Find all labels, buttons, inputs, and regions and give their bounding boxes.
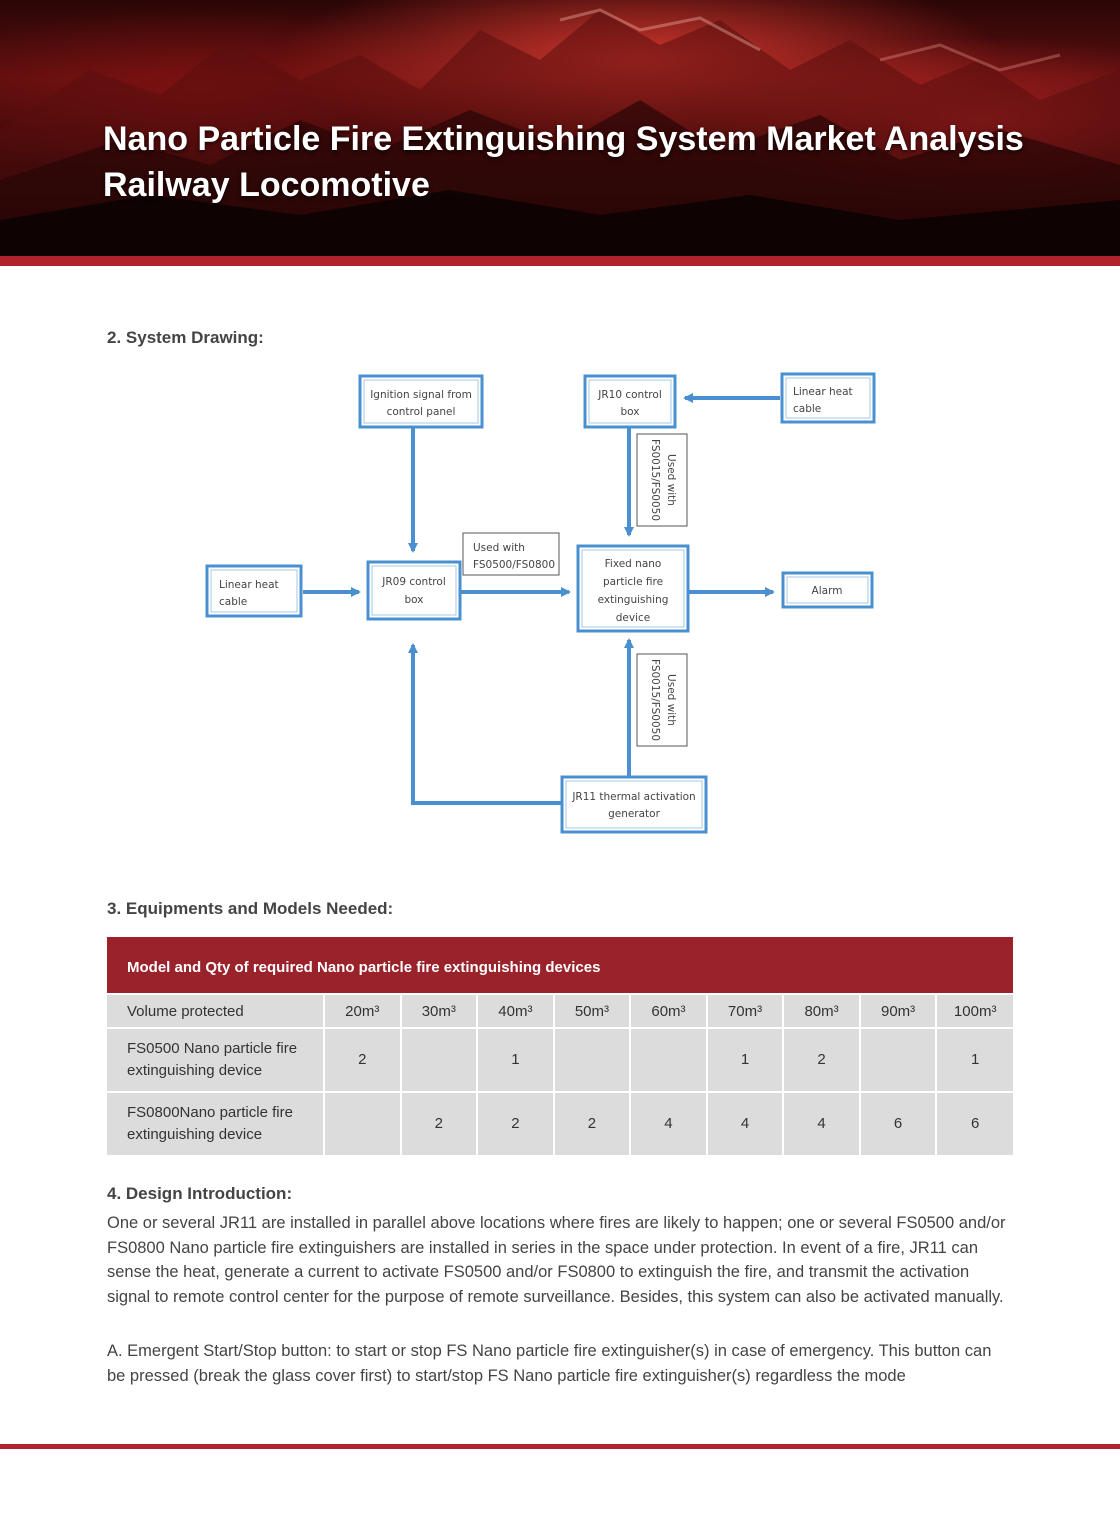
equipment-table: Model and Qty of required Nano particle …: [107, 937, 1013, 1155]
fixed-label-2: particle fire: [603, 576, 663, 588]
label-used-with-mid: Used with FS0500/FS0800: [463, 533, 559, 575]
jr09-label-2: box: [405, 594, 424, 606]
alarm-label: Alarm: [812, 585, 843, 597]
ignition-label-2: control panel: [387, 406, 456, 418]
section-heading-system-drawing: 2. System Drawing:: [107, 328, 264, 348]
table-row-volume: Volume protected 20m³ 30m³ 40m³ 50m³ 60m…: [107, 994, 1013, 1028]
volume-cell: 70m³: [707, 994, 784, 1028]
ignition-label-1: Ignition signal from: [370, 389, 472, 401]
section-heading-equipments: 3. Equipments and Models Needed:: [107, 899, 393, 919]
table-row-fs0800: FS0800Nano particle fire extinguishing d…: [107, 1092, 1013, 1155]
jr10-label-1: JR10 control: [597, 389, 662, 401]
device-label: FS0800Nano particle fire extinguishing d…: [107, 1092, 324, 1155]
used-top-label-2: FS0015/FS0050: [649, 439, 661, 521]
device-label-line-2: extinguishing device: [127, 1060, 323, 1082]
jr11-label-1: JR11 thermal activation: [571, 791, 695, 803]
qty-cell: [554, 1028, 631, 1092]
table-title: Model and Qty of required Nano particle …: [107, 937, 1013, 994]
qty-cell: 1: [936, 1028, 1013, 1092]
table-row-fs0500: FS0500 Nano particle fire extinguishing …: [107, 1028, 1013, 1092]
box-ignition-signal: Ignition signal from control panel: [360, 376, 482, 427]
volume-cell: 20m³: [324, 994, 401, 1028]
lhc-left-label-2: cable: [219, 596, 247, 608]
volume-cell: 30m³: [401, 994, 478, 1028]
jr10-label-2: box: [621, 406, 640, 418]
device-label: FS0500 Nano particle fire extinguishing …: [107, 1028, 324, 1092]
box-alarm: Alarm: [783, 573, 872, 607]
box-fixed-nano-device: Fixed nano particle fire extinguishing d…: [578, 546, 688, 631]
used-bot-label-1: Used with: [665, 674, 677, 726]
box-linear-heat-right: Linear heat cable: [782, 374, 874, 422]
volume-cell: 80m³: [783, 994, 860, 1028]
volume-label: Volume protected: [107, 994, 324, 1028]
volume-cell: 90m³: [860, 994, 937, 1028]
volume-cell: 40m³: [477, 994, 554, 1028]
header-banner: Nano Particle Fire Extinguishing System …: [0, 0, 1120, 258]
jr11-label-2: generator: [608, 808, 661, 820]
qty-cell: 2: [783, 1028, 860, 1092]
page-title: Nano Particle Fire Extinguishing System …: [103, 116, 1063, 208]
design-paragraph-1: One or several JR11 are installed in par…: [107, 1211, 1007, 1309]
used-mid-label-2: FS0500/FS0800: [473, 559, 555, 571]
system-diagram: Ignition signal from control panel JR10 …: [195, 365, 895, 845]
qty-cell: 4: [783, 1092, 860, 1155]
qty-cell: 2: [554, 1092, 631, 1155]
used-mid-label-1: Used with: [473, 542, 525, 554]
device-label-line-1: FS0800Nano particle fire: [127, 1102, 323, 1124]
label-used-with-top: Used with FS0015/FS0050: [637, 434, 687, 526]
volume-cell: 60m³: [630, 994, 707, 1028]
fixed-label-3: extinguishing: [598, 594, 669, 606]
box-linear-heat-left: Linear heat cable: [207, 566, 301, 616]
qty-cell: 1: [707, 1028, 784, 1092]
qty-cell: 6: [860, 1092, 937, 1155]
device-label-line-2: extinguishing device: [127, 1124, 323, 1146]
lhc-right-label-2: cable: [793, 403, 821, 415]
qty-cell: 2: [477, 1092, 554, 1155]
footer-divider: [0, 1444, 1120, 1449]
qty-cell: [401, 1028, 478, 1092]
lhc-right-label-1: Linear heat: [793, 386, 853, 398]
device-label-line-1: FS0500 Nano particle fire: [127, 1038, 323, 1060]
lhc-left-label-1: Linear heat: [219, 579, 279, 591]
qty-cell: [324, 1092, 401, 1155]
qty-cell: 4: [630, 1092, 707, 1155]
title-line-2: Railway Locomotive: [103, 162, 1063, 208]
header-divider: [0, 256, 1120, 266]
jr09-label-1: JR09 control: [381, 576, 446, 588]
qty-cell: 6: [936, 1092, 1013, 1155]
used-top-label-1: Used with: [665, 454, 677, 506]
fixed-label-4: device: [616, 612, 651, 624]
volume-cell: 50m³: [554, 994, 631, 1028]
section-heading-design-intro: 4. Design Introduction:: [107, 1184, 292, 1204]
qty-cell: [860, 1028, 937, 1092]
qty-cell: 2: [324, 1028, 401, 1092]
volume-cell: 100m³: [936, 994, 1013, 1028]
qty-cell: [630, 1028, 707, 1092]
fixed-label-1: Fixed nano: [605, 558, 662, 570]
label-used-with-bottom: Used with FS0015/FS0050: [637, 654, 687, 746]
title-line-1: Nano Particle Fire Extinguishing System …: [103, 116, 1063, 162]
box-jr11-generator: JR11 thermal activation generator: [562, 777, 706, 832]
qty-cell: 1: [477, 1028, 554, 1092]
arrow-jr11-to-jr09: [413, 645, 562, 803]
qty-cell: 4: [707, 1092, 784, 1155]
box-jr10-control: JR10 control box: [585, 376, 675, 427]
used-bot-label-2: FS0015/FS0050: [649, 659, 661, 741]
qty-cell: 2: [401, 1092, 478, 1155]
design-paragraph-2: A. Emergent Start/Stop button: to start …: [107, 1339, 1007, 1388]
box-jr09-control: JR09 control box: [368, 562, 460, 619]
